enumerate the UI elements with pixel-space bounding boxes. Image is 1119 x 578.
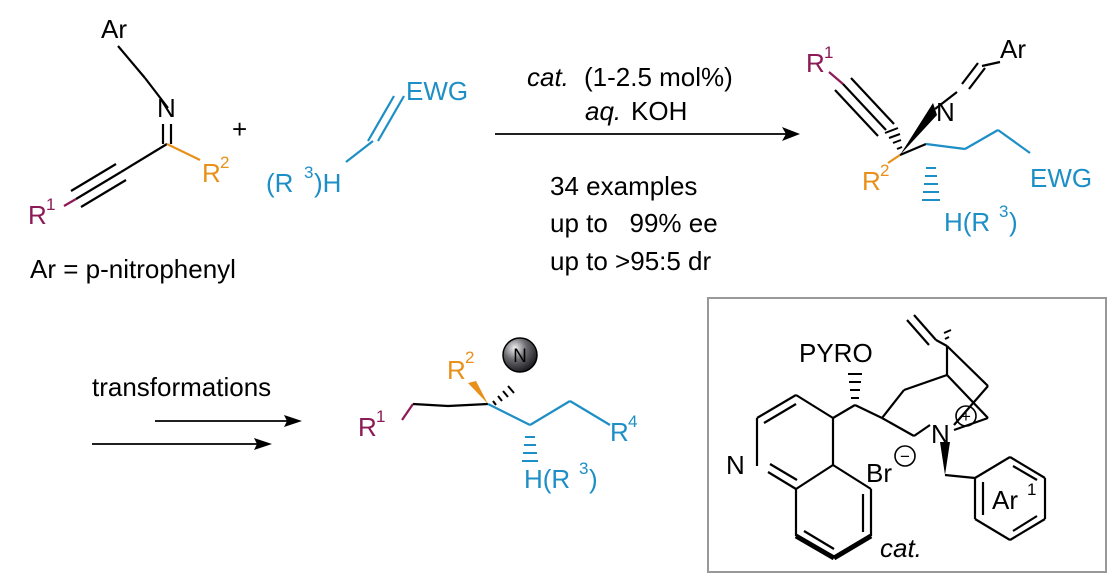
- transformations-label: transformations: [92, 372, 271, 402]
- product: R 1 Ar N R 2 EWG H(R 3 ): [806, 34, 1092, 237]
- examples-count: 34 examples: [550, 171, 697, 201]
- reactant-imine: Ar N R 1 R 2 Ar = p-nitrophenyl: [28, 14, 236, 284]
- derivative-r2-label: R 2: [447, 348, 474, 385]
- imine-r2-letter: R: [202, 158, 221, 188]
- catalyst-bromide-label: Br: [866, 458, 892, 488]
- catalyst-bold-edges: [794, 533, 873, 561]
- nitrogen-ball-label: N: [513, 346, 527, 367]
- imine-bonds: [63, 45, 201, 208]
- catalyst-bonds: [755, 314, 1047, 559]
- derivative-r2-superscript: 2: [465, 348, 474, 367]
- imine-ar-label: Ar: [101, 14, 127, 44]
- derivative-r2-letter: R: [447, 355, 466, 385]
- imine-r2-label: R 2: [202, 153, 229, 188]
- derivative-r4-superscript: 4: [628, 412, 637, 431]
- derivative: R 1 R 2 N R 4 H(R 3 ): [358, 337, 637, 494]
- plus-charge-symbol: +: [961, 407, 971, 426]
- derivative-wedge-r2: [468, 381, 488, 404]
- derivative-hr3-superscript: 3: [579, 459, 588, 478]
- derivative-hr3-close: ): [589, 464, 598, 494]
- derivative-hr3-label: H(R 3 ): [524, 459, 598, 494]
- product-hr3-superscript: 3: [999, 202, 1008, 221]
- olefin-r3-superscript: 3: [304, 163, 313, 182]
- catalyst-hash-o: [848, 373, 862, 399]
- product-r1-letter: R: [806, 48, 825, 78]
- olefin-bonds: [345, 95, 405, 163]
- catalyst-pyro-label: PYRO: [799, 338, 873, 368]
- imine-r2-superscript: 2: [220, 153, 229, 172]
- derivative-r1-letter: R: [358, 412, 377, 442]
- imine-r1-letter: R: [28, 200, 47, 230]
- minus-charge-icon: −: [894, 445, 916, 467]
- base-line: aq. KOH: [585, 96, 687, 126]
- product-ewg-label: EWG: [1030, 163, 1092, 193]
- derivative-hash-h: [522, 436, 538, 462]
- product-r2-superscript: 2: [880, 161, 889, 180]
- imine-r1-label: R 1: [28, 195, 55, 230]
- product-r1-label: R 1: [806, 43, 833, 78]
- imine-r1-superscript: 1: [46, 195, 55, 214]
- olefin-ewg-label: EWG: [406, 76, 468, 106]
- catalyst-quinoline-n: N: [726, 450, 745, 480]
- derivative-hr3-open: H(R: [524, 464, 570, 494]
- product-hash-alkyne: [884, 127, 903, 150]
- ar-definition: Ar = p-nitrophenyl: [30, 254, 236, 284]
- derivative-bonds: [401, 400, 611, 426]
- product-r2-label: R 2: [862, 161, 889, 196]
- product-n-label: N: [936, 97, 955, 127]
- catalyst-ar1-label: Ar 1: [992, 480, 1036, 515]
- catalyst-hash-bridge: [943, 329, 952, 340]
- cat-loading-line: cat. (1-2.5 mol%): [527, 62, 733, 92]
- reaction-conditions: cat. (1-2.5 mol%) aq. KOH 34 examples up…: [495, 62, 800, 276]
- catalyst-ar1-superscript: 1: [1027, 480, 1036, 499]
- product-hr3-open: H(R: [944, 207, 990, 237]
- cat-amount: (1-2.5 mol%): [584, 62, 733, 92]
- base-italic: aq.: [585, 96, 621, 126]
- dr-range: up to >95:5 dr: [550, 246, 712, 276]
- derivative-r4-letter: R: [610, 417, 629, 447]
- product-r1-superscript: 1: [824, 43, 833, 62]
- olefin-r3h-label: (R 3 )H: [266, 163, 341, 198]
- catalyst-box: PYRO N N + Br − Ar 1 cat.: [707, 297, 1107, 573]
- product-hash-h: [922, 167, 940, 201]
- catalyst-box-frame: [707, 297, 1107, 573]
- product-wedge-n: [900, 103, 937, 155]
- olefin-r3-close: )H: [314, 168, 341, 198]
- derivative-hash-n: [492, 385, 515, 406]
- olefin-r3-open: (R: [266, 168, 293, 198]
- product-bonds: [828, 60, 1031, 164]
- catalyst-ammonium-n: N: [931, 419, 950, 449]
- product-hr3-label: H(R 3 ): [944, 202, 1018, 237]
- cat-italic: cat.: [527, 62, 569, 92]
- product-hr3-close: ): [1009, 207, 1018, 237]
- product-r2-letter: R: [862, 166, 881, 196]
- reactant-olefin: EWG (R 3 )H: [266, 76, 468, 198]
- ee-range: up to 99% ee: [550, 208, 718, 238]
- transformations-arrow: transformations: [92, 372, 302, 450]
- catalyst-ar1-letter: Ar: [992, 485, 1018, 515]
- catalyst-cat-label: cat.: [880, 533, 922, 563]
- minus-charge-symbol: −: [900, 447, 910, 466]
- plus-sign: +: [232, 114, 247, 144]
- derivative-r4-label: R 4: [610, 412, 637, 447]
- derivative-r1-superscript: 1: [376, 407, 385, 426]
- imine-n-label: N: [157, 93, 176, 123]
- catalyst-wedge-benzyl: [940, 442, 950, 475]
- base-name: KOH: [631, 96, 687, 126]
- product-ar-label: Ar: [1000, 34, 1026, 64]
- main-reaction-arrow: [495, 127, 800, 141]
- nitrogen-ball-icon: N: [502, 337, 538, 373]
- plus-charge-icon: +: [955, 405, 977, 427]
- derivative-r1-label: R 1: [358, 407, 385, 442]
